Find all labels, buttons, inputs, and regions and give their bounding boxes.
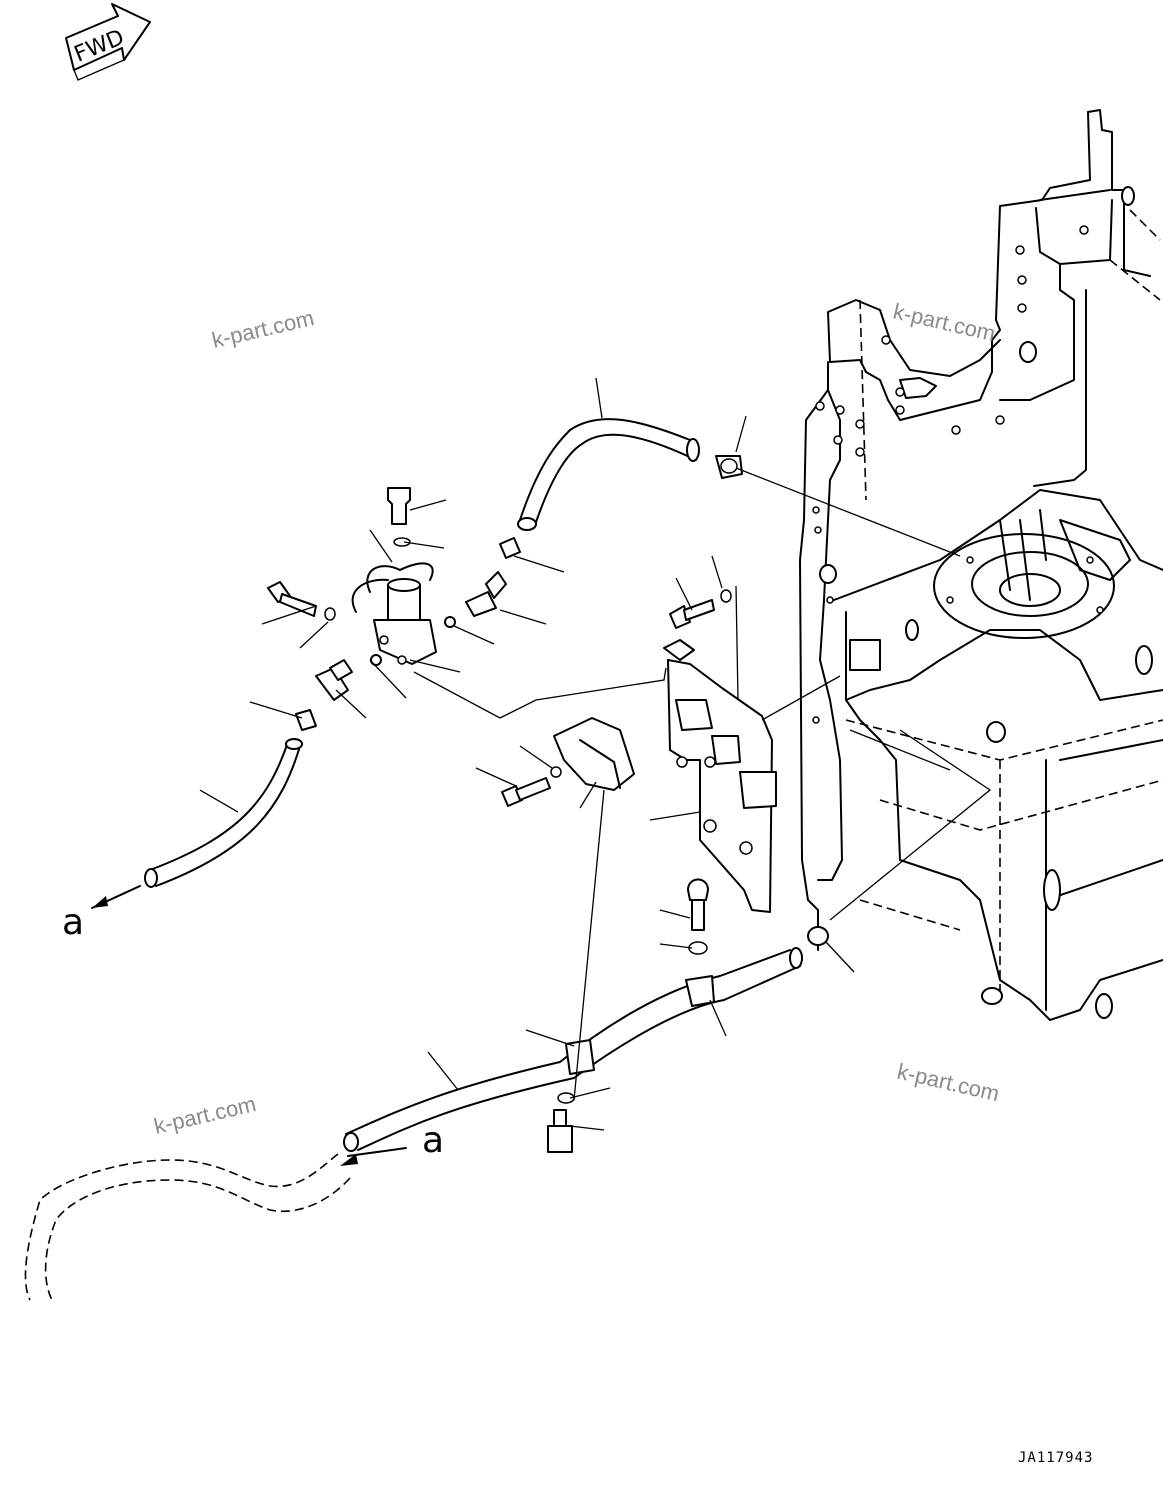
upper-hose (517, 418, 700, 531)
hose-sleeve-upper (499, 537, 521, 559)
connection-ref-lower: a (422, 1120, 444, 1161)
flow-arrow-lower (347, 1147, 407, 1157)
valve-mounting-bolt (267, 581, 336, 621)
watermark: k-part.com (210, 305, 317, 353)
solenoid-valve (351, 487, 456, 666)
flow-arrow-lower-head (340, 1154, 358, 1166)
watermark: k-part.com (895, 1059, 1002, 1107)
left-hose (144, 738, 303, 888)
forward-direction-arrow-icon: FWD (65, 3, 151, 81)
lower-bolt (687, 878, 709, 955)
leader-lines (199, 377, 992, 1131)
machine-frame (799, 109, 1163, 1021)
elbow-fitting-right (465, 571, 507, 617)
flow-arrow-left-head (92, 896, 108, 908)
hose-clamp (715, 455, 743, 479)
elbow-fitting-left (315, 659, 353, 701)
watermark: k-part.com (891, 299, 998, 347)
hose-sleeve-left (295, 709, 317, 731)
connection-ref-left: a (62, 902, 84, 943)
phantom-hose (24, 1153, 351, 1301)
mounting-bracket-plate (663, 639, 777, 913)
leader-clamp-to-tank (735, 467, 961, 557)
bracket-bolt (501, 589, 732, 807)
lower-hose (343, 926, 829, 1153)
hose-clamp-bracket (553, 717, 635, 791)
drawing-code: JA117943 (1018, 1450, 1093, 1466)
watermark: k-part.com (152, 1091, 259, 1139)
